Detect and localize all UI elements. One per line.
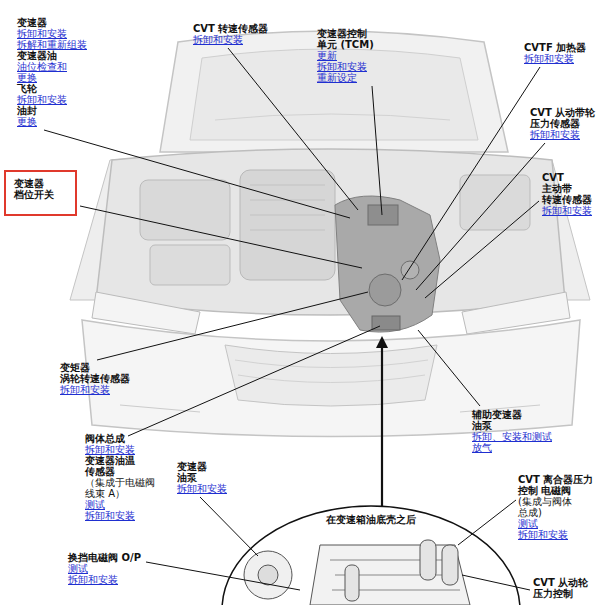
link-text: 拆卸、安装和测试: [472, 431, 552, 442]
node-label: 变速器 档位开关: [14, 178, 60, 200]
link-text: 重新设定: [317, 72, 379, 83]
part-name: CVT 主动带 转速传感器: [542, 172, 597, 205]
leader-line: [402, 67, 540, 280]
link-text: 拆卸和安装: [193, 34, 268, 45]
leader-line: [80, 206, 362, 268]
label-group: 变速器拆卸和安装拆解和重新组装变速器油油位检查和 更换飞轮拆卸和安装油封更换: [17, 17, 87, 127]
leader-line: [200, 497, 258, 556]
oil-pump-hub: [258, 565, 278, 585]
transmission: [335, 196, 440, 332]
detail-view-ground: [222, 506, 520, 605]
link-text: 拆卸和安装: [317, 61, 379, 72]
part-name: 油封: [17, 105, 87, 116]
part-name: 换挡电磁阀 O/P: [68, 552, 141, 563]
part-name: CVT 从动轮 压力控制: [533, 577, 593, 599]
part-name: CVT 转速传感器: [193, 23, 268, 34]
link-text: 拆卸和安装: [17, 94, 87, 105]
leader-line: [425, 201, 539, 298]
engine-bay: [96, 149, 565, 315]
housing: [369, 274, 401, 306]
leader-line: [418, 330, 480, 406]
link-text: 测试: [518, 518, 598, 529]
battery: [150, 245, 230, 285]
link-text: 油位检查和 更换: [17, 61, 77, 83]
grille-bars: [235, 360, 428, 383]
highlight-box: 变速器 档位开关: [4, 170, 77, 216]
label-group: CVT 从动带轮 压力传感器拆卸和安装: [530, 107, 596, 140]
air-box: [140, 180, 230, 240]
label-group: CVT 转速传感器拆卸和安装: [193, 23, 268, 45]
part-name: 变速器油: [17, 50, 87, 61]
node-label: 在变速箱油底壳之后: [221, 514, 521, 525]
part-name: 阀体总成: [85, 433, 159, 444]
link-text: 拆卸和安装: [542, 205, 597, 216]
view-arrow-head: [376, 336, 388, 348]
engine-block: [240, 170, 335, 280]
leader-line: [372, 86, 382, 215]
bumper: [82, 320, 580, 437]
solenoid-sketch: [420, 540, 436, 580]
oval-outline-shape: [222, 506, 520, 605]
sensor: [401, 261, 419, 279]
label-group: 变速器 油泵拆卸和安装: [177, 461, 227, 494]
leader-line: [462, 575, 530, 590]
link-text: 拆卸和安装: [68, 574, 141, 585]
view-arrow: [381, 345, 383, 506]
label-group: CVT 主动带 转速传感器拆卸和安装: [542, 172, 597, 216]
part-name: CVT 离合器压力 控制 电磁阀: [518, 474, 598, 496]
link-text: 更新: [317, 50, 379, 61]
link-text: 拆卸和安装: [85, 444, 159, 455]
part-name: 辅助变速器 油泵: [472, 409, 528, 431]
link-text: 拆卸和安装: [530, 129, 596, 140]
leader-line: [146, 562, 300, 590]
link-text: 测试: [85, 499, 159, 510]
solenoid-sketch: [442, 545, 458, 585]
label-group: CVTF 加热器拆卸和安装: [524, 42, 586, 64]
part-name: （集成于电磁阀 线束 A）: [85, 477, 159, 499]
link-text: 更换: [17, 116, 87, 127]
part-name: 变速器 油泵: [177, 461, 213, 483]
part-name: CVTF 加热器: [524, 42, 586, 53]
label-group: 变矩器 涡轮转速传感器拆卸和安装: [60, 362, 138, 395]
label-group: 阀体总成拆卸和安装变速器油温 传感器（集成于电磁阀 线束 A）测试拆卸和安装: [85, 433, 159, 521]
part-name: (集成与阀体 总成): [518, 496, 580, 518]
part-name: 飞轮: [17, 83, 87, 94]
leader-line: [416, 143, 545, 290]
label-group: 换挡电磁阀 O/P测试拆卸和安装: [68, 552, 141, 585]
tcm: [368, 205, 398, 225]
link-text: 拆卸和安装: [85, 510, 159, 521]
detail-view-oval: 在变速箱油底壳之后: [221, 505, 521, 605]
link-text: 拆卸和安装: [518, 529, 598, 540]
valve-body-sketch: [310, 545, 470, 605]
label-group: 辅助变速器 油泵拆卸、安装和测试放气: [472, 409, 552, 453]
part-name: 变速器油温 传感器: [85, 455, 141, 477]
label-group: 变速器控制 单元 (TCM)更新拆卸和安装重新设定: [317, 28, 379, 83]
part-name: CVT 从动带轮 压力传感器: [530, 107, 596, 129]
part-name: 变速器控制 单元 (TCM): [317, 28, 379, 50]
link-text: 拆卸和安装: [524, 53, 586, 64]
oil-pump-sketch: [244, 551, 292, 599]
link-text: 测试: [68, 563, 141, 574]
reservoir: [460, 175, 530, 230]
leader-line: [97, 292, 368, 360]
grille: [225, 345, 437, 406]
solenoid-sketch: [345, 565, 359, 601]
label-group: CVT 离合器压力 控制 电磁阀(集成与阀体 总成)测试拆卸和安装: [518, 474, 598, 540]
hood-rib: [215, 114, 450, 120]
link-text: 放气: [472, 442, 552, 453]
label-group: CVT 从动轮 压力控制: [533, 577, 593, 599]
link-text: 拆卸和安装: [17, 28, 87, 39]
leader-line: [128, 326, 380, 436]
link-text: 拆卸和安装: [177, 483, 227, 494]
leader-line: [458, 500, 516, 545]
part-name: 变矩器 涡轮转速传感器: [60, 362, 138, 384]
hood-panel: [190, 49, 478, 140]
part-name: 变速器: [17, 17, 87, 28]
link-text: 拆卸和安装: [60, 384, 138, 395]
link-text: 拆解和重新组装: [17, 39, 87, 50]
leader-lines: [44, 48, 545, 590]
